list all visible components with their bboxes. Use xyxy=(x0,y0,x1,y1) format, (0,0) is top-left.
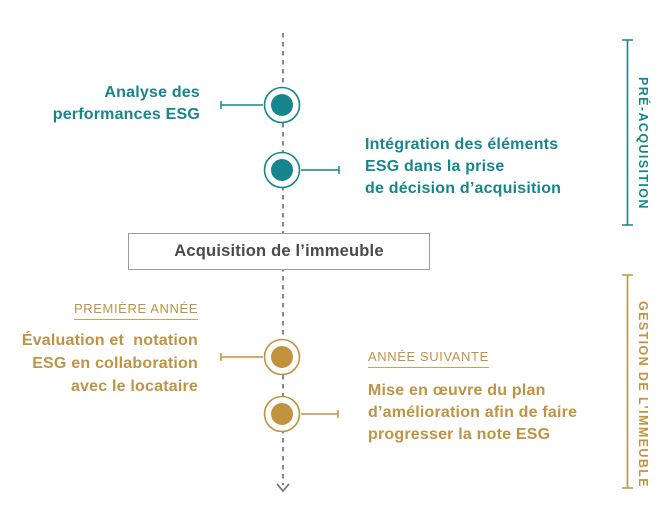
phase-bracket-gestion xyxy=(622,274,633,489)
step-analyse-performances: Analyse des performances ESG xyxy=(52,84,200,123)
connector-line-analyse xyxy=(220,101,263,109)
connector-line-evaluation xyxy=(220,353,263,361)
milestone-dot-icon-gold-1 xyxy=(263,338,301,376)
step-integration-elements: Intégration des éléments ESG dans la pri… xyxy=(365,136,562,197)
year-label-annee-suivante: ANNÉE SUIVANTE xyxy=(368,349,489,368)
step-evaluation-notation: Évaluation et notation ESG en collaborat… xyxy=(21,332,198,395)
year-label-annee-suivante-wrap: ANNÉE SUIVANTE xyxy=(368,348,618,368)
year-label-premiere-annee-wrap: PREMIÈRE ANNÉE xyxy=(0,300,198,320)
milestone-dot-icon-teal-2 xyxy=(263,151,301,189)
phase-bracket-pre-acquisition xyxy=(622,39,633,226)
milestone-dot-icon-teal-1 xyxy=(263,86,301,124)
acquisition-milestone-box: Acquisition de l’immeuble xyxy=(128,233,430,270)
step-mise-en-oeuvre: Mise en œuvre du plan d’amélioration afi… xyxy=(368,382,578,443)
connector-line-mise xyxy=(301,410,339,418)
arrow-down-icon xyxy=(276,483,290,493)
phase-label-gestion-immeuble: GESTION DE L’IMMEUBLE xyxy=(636,301,650,489)
connector-line-integration xyxy=(301,166,340,174)
year-label-premiere-annee: PREMIÈRE ANNÉE xyxy=(74,301,198,320)
phase-label-pre-acquisition: PRÉ-ACQUISITION xyxy=(636,77,650,210)
milestone-dot-icon-gold-2 xyxy=(263,395,301,433)
